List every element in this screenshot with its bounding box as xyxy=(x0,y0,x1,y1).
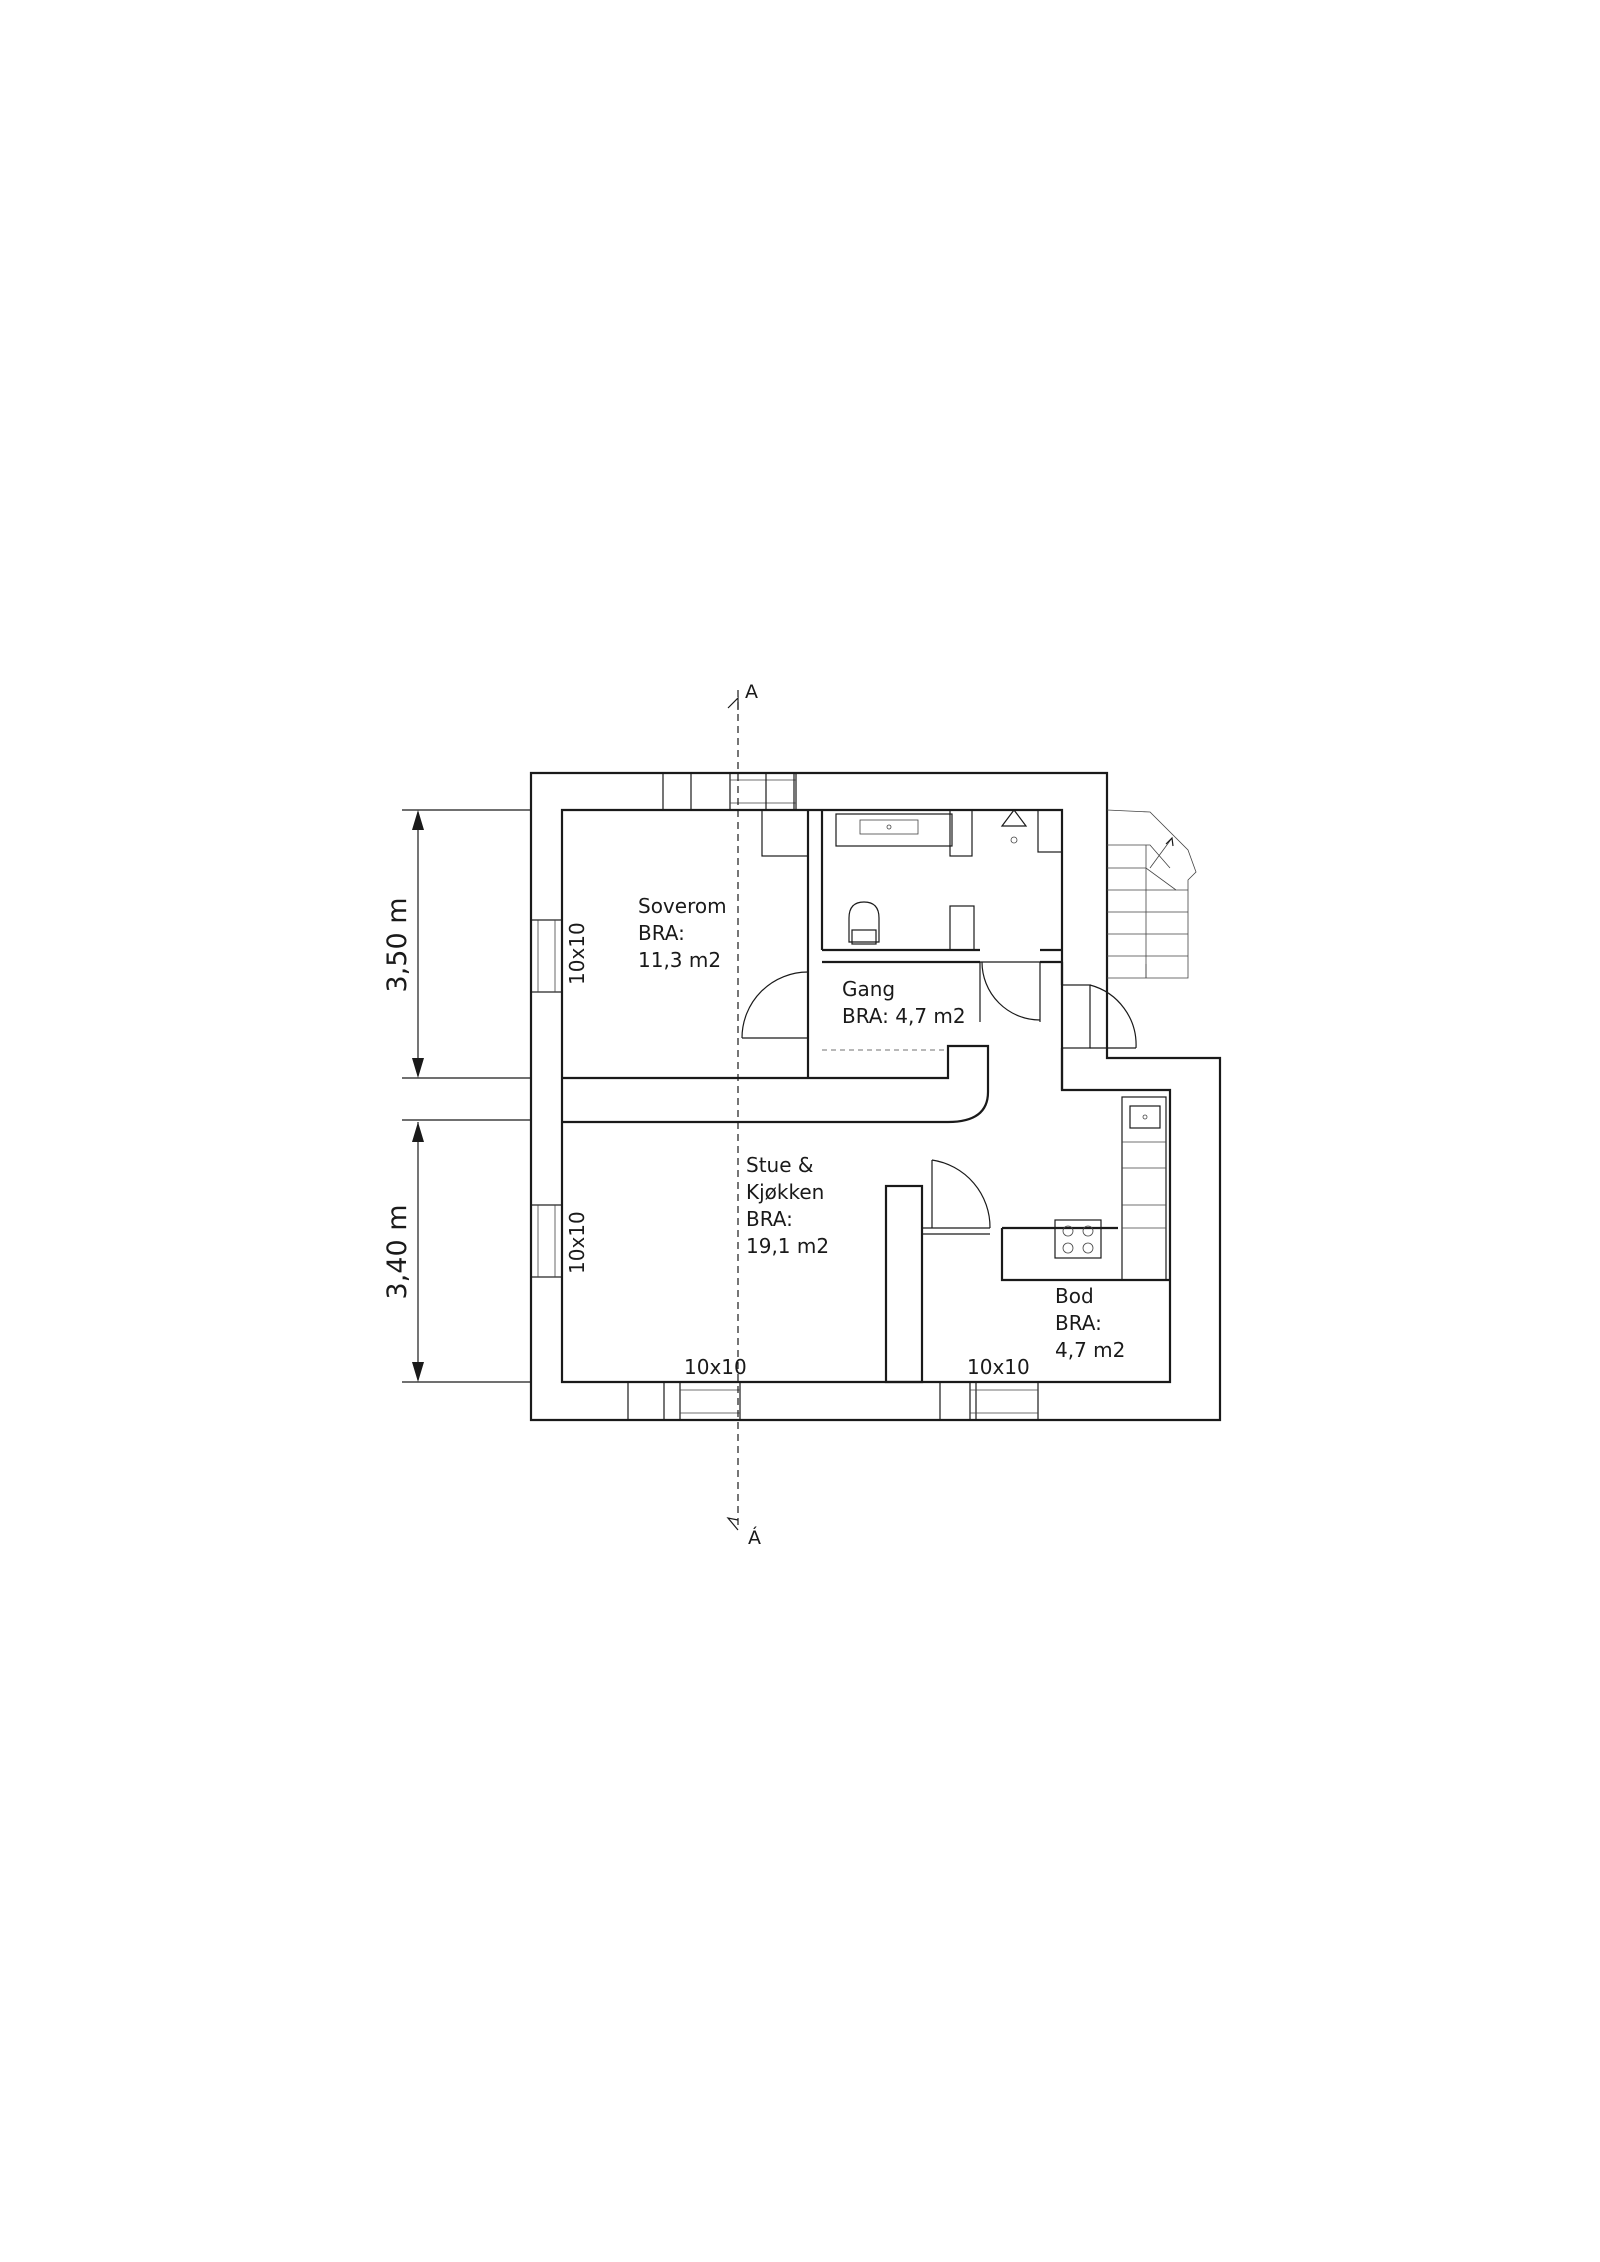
interior-walls xyxy=(562,810,1170,1384)
window-size-labels: 10x10 10x10 10x10 10x10 xyxy=(565,922,1030,1379)
room-stue-name-1: Stue & xyxy=(746,1153,813,1177)
doors xyxy=(741,961,1137,1229)
window-label-living-bottom: 10x10 xyxy=(684,1355,747,1379)
room-bod-name: Bod xyxy=(1055,1284,1094,1308)
room-soverom-area: 11,3 m2 xyxy=(638,948,721,972)
window-label-living-left: 10x10 xyxy=(565,1211,589,1274)
section-label-top: A xyxy=(745,681,758,703)
window-label-bod-bottom: 10x10 xyxy=(967,1355,1030,1379)
dimension-lower: 3,40 m xyxy=(382,1204,413,1299)
room-bod-bra: BRA: xyxy=(1055,1311,1102,1335)
dimension-lines: 3,50 m 3,40 m xyxy=(382,809,531,1383)
room-labels: Soverom BRA: 11,3 m2 Gang BRA: 4,7 m2 St… xyxy=(638,894,1125,1362)
room-gang-area: BRA: 4,7 m2 xyxy=(842,1004,966,1028)
exterior-walls xyxy=(529,771,1222,1422)
window-label-bedroom: 10x10 xyxy=(565,922,589,985)
room-stue-area: 19,1 m2 xyxy=(746,1234,829,1258)
room-stue-name-2: Kjøkken xyxy=(746,1180,824,1204)
section-label-bottom: Á xyxy=(748,1526,761,1549)
dimension-upper: 3,50 m xyxy=(382,897,413,992)
room-soverom-bra: BRA: xyxy=(638,921,685,945)
room-soverom-name: Soverom xyxy=(638,894,727,918)
room-gang-name: Gang xyxy=(842,977,895,1001)
section-line: A Á xyxy=(726,681,761,1549)
room-bod-area: 4,7 m2 xyxy=(1055,1338,1125,1362)
bathroom-fixtures xyxy=(761,809,1063,951)
exterior-stairs xyxy=(1106,809,1197,979)
room-stue-bra: BRA: xyxy=(746,1207,793,1231)
kitchen-fixtures xyxy=(1054,1096,1167,1281)
windows xyxy=(530,772,1091,1421)
